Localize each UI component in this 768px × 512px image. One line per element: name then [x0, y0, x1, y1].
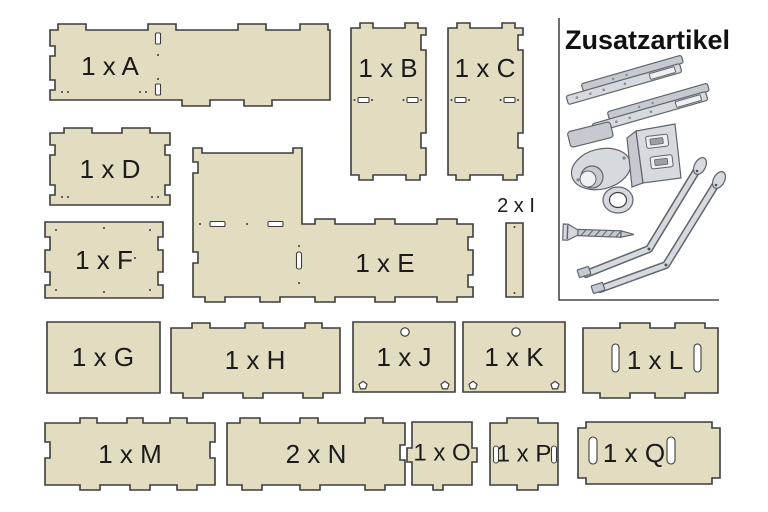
- panel-i: 2 x I: [497, 195, 535, 298]
- screw-icon: [562, 223, 635, 241]
- panel-e-holes: [199, 223, 300, 284]
- panel-n-label: 2 x N: [286, 439, 347, 469]
- panel-a: 1 x A: [49, 23, 331, 107]
- panel-i-shape: [505, 222, 524, 298]
- panel-q-slots: [588, 436, 676, 465]
- panel-c-shape: [447, 22, 524, 181]
- panel-c: 1 x C: [447, 22, 524, 181]
- panel-j-shape: [352, 321, 456, 393]
- panel-f-label: 1 x F: [75, 245, 133, 275]
- panel-q: 1 x Q: [577, 421, 721, 485]
- panel-k: 1 x K: [462, 321, 566, 393]
- panel-a-label: 1 x A: [81, 51, 139, 81]
- panel-e-shape: [192, 147, 474, 303]
- panel-b-label: 1 x B: [358, 53, 417, 83]
- panel-m: 1 x M: [44, 417, 216, 491]
- panel-l-label: 1 x L: [627, 345, 683, 375]
- panel-b-holes: [353, 99, 422, 101]
- panel-f-shape: [44, 221, 164, 299]
- panel-l: 1 x L: [582, 322, 719, 399]
- panel-c-label: 1 x C: [455, 53, 516, 83]
- panel-m-label: 1 x M: [98, 439, 162, 469]
- panel-b: 1 x B: [350, 22, 427, 181]
- panel-o: 1 x O: [406, 421, 478, 491]
- panel-j-label: 1 x J: [377, 342, 432, 372]
- panel-j-corner-holes: [358, 380, 450, 390]
- panel-p-label: 1 x P: [497, 441, 552, 468]
- panel-g: 1 x G: [46, 321, 161, 394]
- panel-n-shape: [226, 417, 406, 491]
- panel-b-slots: [357, 96, 419, 104]
- push-lock-icon: [567, 121, 632, 191]
- panel-l-slots: [611, 343, 702, 373]
- panel-e: 1 x E: [192, 147, 474, 303]
- striker-bracket-icon: [626, 123, 682, 188]
- panel-k-round-hole: [511, 327, 521, 337]
- panel-k-shape: [462, 321, 566, 393]
- panel-j-round-hole: [400, 327, 410, 337]
- panel-h-shape: [170, 322, 341, 399]
- panel-p-slots: [492, 445, 558, 464]
- panel-o-label: 1 x O: [413, 440, 470, 467]
- panel-l-shape: [582, 322, 719, 399]
- panel-q-label: 1 x Q: [603, 438, 665, 468]
- panel-q-shape: [577, 421, 721, 485]
- panel-j: 1 x J: [352, 321, 456, 393]
- panel-f: 1 x F: [44, 221, 164, 299]
- panel-i-holes: [513, 226, 516, 294]
- panel-h: 1 x H: [170, 322, 341, 399]
- panel-a-holes: [61, 54, 159, 93]
- panel-o-shape: [406, 421, 478, 491]
- panel-c-slots: [454, 96, 516, 104]
- panel-h-label: 1 x H: [225, 345, 286, 375]
- panel-g-shape: [46, 321, 161, 394]
- panel-d-shape: [49, 127, 171, 206]
- panel-p: 1 x P: [489, 417, 559, 491]
- panel-p-shape: [489, 417, 559, 491]
- panel-m-shape: [44, 417, 216, 491]
- panel-n: 2 x N: [226, 417, 406, 491]
- panel-b-shape: [350, 22, 427, 181]
- panel-e-label: 1 x E: [355, 248, 414, 278]
- panel-k-corner-holes: [468, 380, 560, 390]
- panel-i-label: 2 x I: [497, 195, 535, 217]
- panel-a-shape: [49, 23, 331, 107]
- panel-d-holes: [61, 196, 159, 198]
- section-border: [558, 18, 719, 301]
- panel-k-label: 1 x K: [484, 342, 544, 372]
- zusatzartikel-section: Zusatzartikel: [558, 18, 730, 301]
- lid-stays-icon: [576, 157, 727, 294]
- panel-f-holes: [55, 227, 151, 293]
- section-title: Zusatzartikel: [565, 25, 730, 55]
- panel-g-label: 1 x G: [72, 342, 134, 372]
- panel-e-slots: [209, 220, 303, 270]
- ring-icon: [602, 186, 634, 214]
- panel-a-slots: [154, 32, 162, 96]
- panel-d-label: 1 x D: [80, 154, 141, 184]
- panel-c-holes: [450, 99, 519, 101]
- drawer-slides-icon: [565, 55, 710, 133]
- panel-d: 1 x D: [49, 127, 171, 206]
